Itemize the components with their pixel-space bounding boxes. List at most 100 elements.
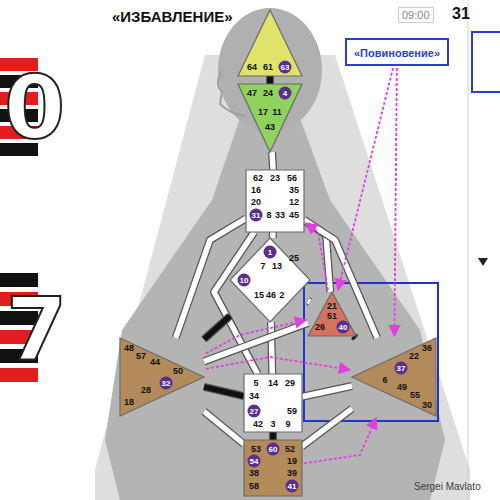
gate-number: 58 — [249, 481, 259, 491]
gate-number: 24 — [263, 88, 273, 98]
channel-outline — [204, 323, 308, 362]
gate-number: 60 — [267, 443, 280, 456]
gate-number: 25 — [289, 253, 299, 263]
gate-number: 64 — [247, 62, 257, 72]
gate-number: 39 — [287, 468, 297, 478]
focus-arrow-line — [206, 357, 350, 370]
focus-arrow-line — [338, 68, 393, 290]
gate-number: 3 — [270, 419, 275, 429]
hexagram-number: 0 — [4, 58, 65, 158]
channel — [302, 409, 352, 447]
gate-number: 14 — [268, 378, 278, 388]
gate-number: 48 — [124, 343, 134, 353]
gate-number: 19 — [287, 456, 297, 466]
g-center: 1713251015462 — [230, 238, 310, 322]
gate-number: 53 — [251, 444, 261, 454]
gate-number: 51 — [327, 311, 337, 321]
center-shape — [244, 440, 302, 496]
heart-center: 21512640 — [308, 292, 356, 336]
gate-number: 42 — [253, 419, 263, 429]
highlight-frame — [304, 283, 438, 421]
channel — [272, 152, 273, 170]
sacral-center: 514293427594239 — [244, 374, 302, 432]
channel-outline — [266, 76, 274, 84]
gate-number: 26 — [315, 322, 325, 332]
date-number: 31 — [452, 5, 470, 23]
gate-number: 52 — [285, 444, 295, 454]
gate-number: 6 — [382, 375, 387, 385]
gate-number: 8 — [266, 210, 271, 220]
gate-number: 29 — [285, 378, 295, 388]
channel-fill — [204, 387, 244, 396]
watermark: Sergei Mavlato — [414, 481, 481, 492]
spleen-center: 48574450322818 — [120, 338, 204, 416]
channel-outline — [308, 301, 310, 302]
channel-fill — [204, 411, 244, 444]
channel-outline — [204, 316, 230, 339]
gate-number: 57 — [136, 351, 146, 361]
gate-number: 46 — [266, 290, 276, 300]
side-frame — [472, 32, 500, 92]
channel — [273, 432, 274, 440]
gate-number: 22 — [409, 351, 419, 361]
gate-number: 31 — [250, 209, 263, 222]
channel-fill — [302, 409, 352, 447]
gate-number: 43 — [265, 122, 275, 132]
gate-number: 10 — [238, 274, 251, 287]
panel-divider — [468, 0, 469, 500]
gate-number: 38 — [249, 468, 259, 478]
gate-number: 32 — [160, 377, 173, 390]
center-shape — [238, 84, 302, 152]
gate-number: 16 — [251, 185, 261, 195]
gate-number: 50 — [173, 366, 183, 376]
gate-number: 5 — [253, 378, 258, 388]
channel — [204, 316, 230, 339]
solar-plexus-center: 3622376495530 — [352, 338, 436, 416]
center-shape — [246, 170, 304, 232]
channel-fill — [270, 232, 276, 238]
focus-arrow — [206, 357, 350, 370]
gate-number: 28 — [141, 385, 151, 395]
gate-number: 63 — [279, 61, 292, 74]
gate-number: 34 — [249, 391, 259, 401]
gate-number: 23 — [270, 173, 280, 183]
channel-fill — [308, 301, 310, 302]
focus-arrow-line — [304, 418, 376, 464]
channel-outline — [204, 387, 244, 396]
gate-number: 9 — [285, 419, 290, 429]
focus-arrow-line — [394, 68, 396, 336]
gate-number: 49 — [397, 382, 407, 392]
center-shape — [238, 10, 302, 76]
channel — [272, 232, 273, 238]
channel-outline — [204, 411, 244, 444]
channel — [204, 323, 308, 362]
gate-number: 61 — [263, 62, 273, 72]
focus-arrow — [206, 320, 306, 354]
gate-number: 44 — [150, 357, 160, 367]
channel — [308, 301, 310, 302]
channel-fill — [267, 76, 273, 84]
center-shape — [120, 338, 204, 416]
channel — [270, 76, 271, 84]
channel-outline — [269, 432, 277, 440]
channel-fill — [271, 322, 272, 374]
gate-number: 21 — [327, 301, 337, 311]
focus-arrow — [304, 418, 376, 464]
gate-number: 41 — [286, 480, 299, 493]
gate-number: 56 — [287, 173, 297, 183]
gate-number: 62 — [253, 173, 263, 183]
channel-outline — [302, 409, 352, 447]
ajna-center: 47244171143 — [238, 84, 302, 152]
time-label: 09:00 — [398, 7, 434, 23]
callout-box: «Повиновение» — [345, 38, 449, 66]
channel-fill — [270, 432, 276, 440]
gate-number: 2 — [279, 290, 284, 300]
channel-outline — [272, 152, 273, 170]
channel-fill — [204, 323, 308, 362]
center-shape — [230, 238, 310, 322]
channel-fill — [204, 316, 230, 339]
gate-number: 12 — [289, 197, 299, 207]
channel — [302, 386, 352, 397]
center-shape — [308, 292, 356, 336]
